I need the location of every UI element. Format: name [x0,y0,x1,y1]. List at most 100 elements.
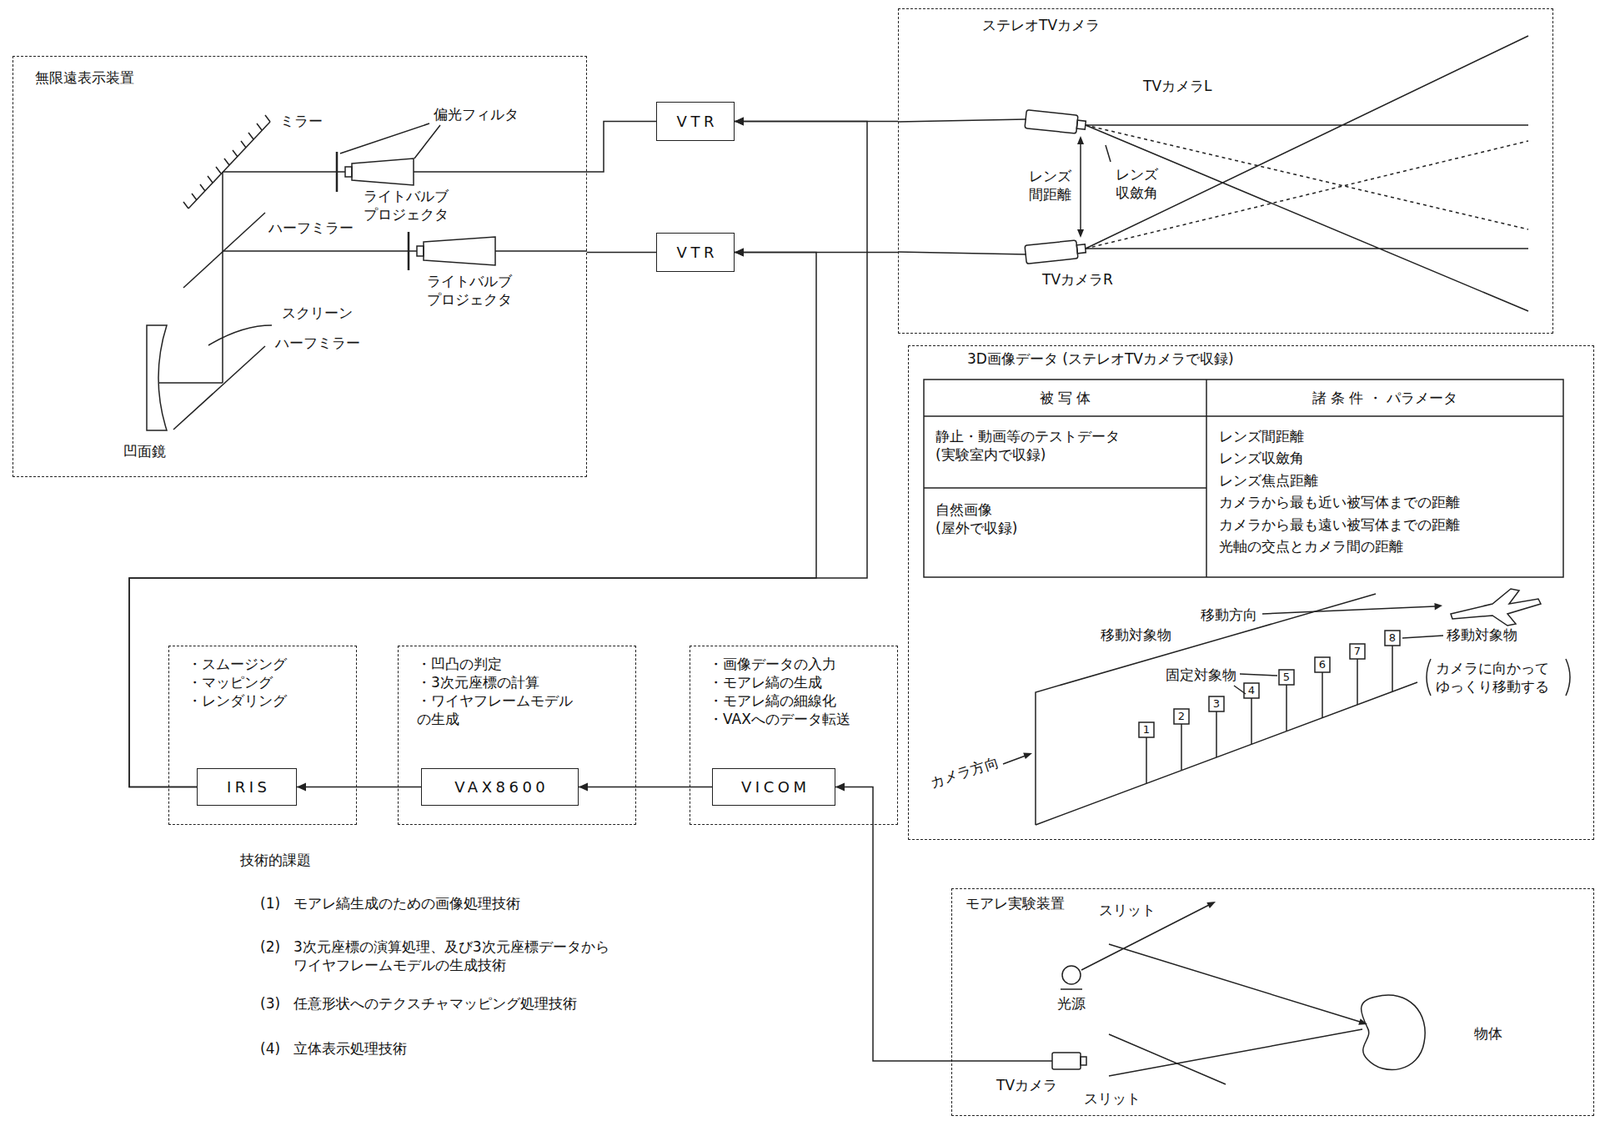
part-label: ハーフミラー [268,218,354,237]
text-group: ステレオTVカメラ [982,15,1100,35]
table-cell: カメラから最も近い被写体までの距離 [1218,492,1460,512]
list-number: (2) [260,937,281,956]
callout-number: 4 [1243,682,1259,698]
view-ray [1085,35,1529,311]
region-heading: モアレ実験装置 [965,893,1065,913]
leader-line [1402,635,1444,638]
part-label: 移動方向 [1200,605,1258,624]
view-ray [1085,125,1529,249]
connector [578,782,713,792]
box-label: IRIS [222,777,271,797]
list-number: (3) [260,993,281,1013]
slit-ray [1081,901,1368,1084]
dimension-arrow [1077,135,1084,145]
region-heading: ステレオTVカメラ [982,15,1100,35]
text-group: 3D画像データ (ステレオTVカメラで収録) [967,349,1234,368]
sign-post [1208,696,1224,712]
connector [129,117,868,788]
camera-symbol [1076,120,1086,130]
connector [586,121,657,173]
signal-cable [951,1059,1053,1062]
note-text: 立体表示処理技術 [293,1038,407,1058]
sign-post [1391,645,1394,692]
part-label: カメラ方向 [927,752,1002,792]
box-label: VTR [672,242,718,262]
camera-symbol [1052,1052,1081,1069]
dimension-arrow [1077,229,1084,238]
arrowhead [734,248,744,257]
dimension-arrow [1105,145,1111,162]
box-label: VAX8600 [451,777,550,797]
part-label: レンズ 収斂角 [1115,165,1163,202]
signal-cable [951,1059,1053,1062]
projector-symbol [416,245,424,256]
computer-box: VAX8600 [421,767,579,806]
leader-line [1233,673,1278,694]
light-source-symbol [1060,988,1083,990]
table-cell: 静止・動画等のテストデータ (実験室内で収録) [935,426,1136,464]
connector-line [296,786,422,788]
camera-symbol [1052,1052,1087,1069]
sign-post [1278,669,1295,685]
part-label: 移動対象物 [1446,625,1518,644]
half-mirror-symbol [173,212,266,430]
dimension-arrow [1079,141,1082,232]
sign-post [1243,682,1259,698]
connector-line [835,787,952,1062]
list-item: ・スムージング [187,654,287,673]
sign-post [1285,684,1288,731]
object-outline [1361,994,1426,1070]
arrowhead [578,782,588,792]
dimension-arrow [1077,135,1111,238]
airplane-sketch [1450,588,1541,626]
connector-line [586,121,657,173]
screen-symbol [208,325,272,346]
camera-symbol [1024,110,1087,265]
concave-mirror-symbol [146,325,167,431]
list-item: ・モアレ縞の細線化 [708,691,851,710]
table-cell: レンズ焦点距離 [1218,471,1319,490]
part-label: 凹面鏡 [123,441,166,461]
sign-post [1250,697,1253,744]
callout-number: 8 [1384,630,1400,646]
leader-line [340,123,441,159]
text-group: ・凹凸の判定・3次元座標の計算・ワイヤフレームモデルの生成 [416,654,584,728]
table-grid [923,379,1564,577]
processing-region: ・画像データの入力・モアレ縞の生成・モアレ縞の細線化・VAXへのデータ転送VIC… [689,645,898,825]
scene-sketch [1035,593,1418,825]
leader-line [1434,602,1443,610]
sign-post [1349,643,1365,659]
scene-sketch [1023,752,1033,759]
camera-symbol [1024,240,1079,264]
sign-post [1138,630,1400,783]
leader-line [1233,602,1570,696]
processing-region: ・凹凸の判定・3次元座標の計算・ワイヤフレームモデルの生成 VAX8600 [397,645,637,825]
part-label: 固定対象物 [1165,665,1237,684]
part-label: 移動対象物 [1100,625,1172,644]
light-source-symbol [1060,965,1083,989]
table-header: 被 写 体 [923,388,1207,407]
signal-cable [897,119,1027,255]
part-label: カメラに向かって ゆっくり移動する [1435,658,1561,696]
table-cell: レンズ間距離 [1218,426,1305,446]
list-item: ・レンダリング [187,691,287,710]
airplane-sketch [1450,588,1541,626]
part-label: 物体 [1474,1023,1503,1043]
signal-cable [897,119,1027,255]
box-label: VICOM [737,777,811,797]
leader-line [1262,606,1435,614]
connector-line [578,786,713,788]
camera-symbol [1076,244,1086,254]
sign-post [1356,658,1359,705]
part-label: 偏光フィルタ [433,105,519,124]
table-grid [923,379,1564,577]
part-label: ハーフミラー [275,333,361,352]
sign-post [1314,657,1330,673]
connector [586,251,657,253]
vtr-box: VTR [656,101,735,141]
arrowhead [734,117,744,126]
sign-post [1173,708,1189,724]
part-label: TVカメラR [1042,270,1114,289]
